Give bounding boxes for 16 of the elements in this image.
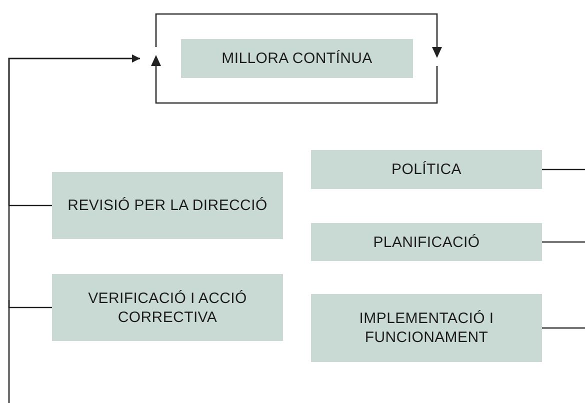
process-box	[52, 172, 283, 239]
process-box	[52, 274, 283, 341]
box-label: REVISIÓ PER LA DIRECCIÓ	[68, 196, 268, 215]
process-box	[181, 39, 413, 78]
box-label: IMPLEMENTACIÓ I FUNCIONAMENT	[358, 309, 495, 347]
connector-line	[542, 241, 585, 243]
box-label: VERIFICACIÓ I ACCIÓ CORRECTIVA	[87, 288, 248, 326]
box-label: POLÍTICA	[392, 160, 462, 179]
box-label: PLANIFICACIÓ	[373, 232, 480, 252]
process-box	[311, 150, 542, 189]
connector-line	[542, 327, 585, 329]
connector-line	[542, 168, 585, 170]
process-box	[311, 223, 542, 261]
arrow	[8, 54, 140, 308]
box-label: MILLORA CONTÍNUA	[222, 49, 372, 68]
process-box	[311, 294, 542, 362]
